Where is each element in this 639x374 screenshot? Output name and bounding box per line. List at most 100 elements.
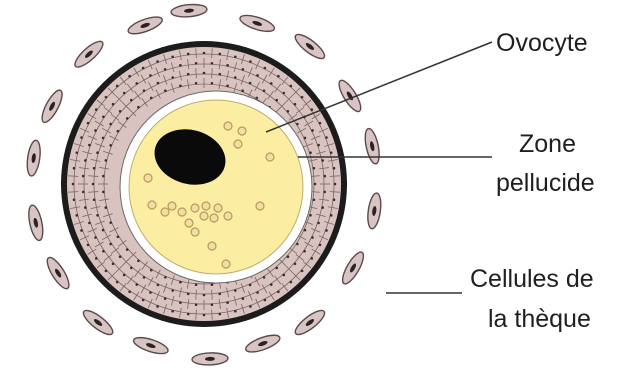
granulosa-nucleus <box>249 82 252 85</box>
granulosa-nucleus <box>93 198 96 201</box>
granulosa-nucleus <box>171 76 174 79</box>
granulosa-nucleus <box>195 283 198 286</box>
granulosa-nucleus <box>263 276 266 279</box>
granulosa-nucleus <box>301 96 304 99</box>
granulosa-nucleus <box>123 274 126 277</box>
theca-cell-icon <box>26 204 45 242</box>
granulosa-nucleus <box>94 236 97 239</box>
granulosa-nucleus <box>187 313 190 316</box>
theca-cell-icon <box>363 127 382 165</box>
granulosa-nucleus <box>330 151 333 154</box>
theca-cell-icon <box>171 3 208 18</box>
theca-cell-icon <box>126 14 164 38</box>
granulosa-nucleus <box>195 82 198 85</box>
theca-cell-icon <box>192 352 228 365</box>
granulosa-nucleus <box>218 73 221 76</box>
granulosa-nucleus <box>143 276 146 279</box>
granulosa-nucleus <box>130 267 133 270</box>
granule <box>266 153 274 161</box>
granulosa-nucleus <box>126 248 129 251</box>
granulosa-nucleus <box>149 291 152 294</box>
granulosa-nucleus <box>333 167 336 170</box>
theca-cell-icon <box>366 192 383 229</box>
granulosa-nucleus <box>157 82 160 85</box>
granulosa-nucleus <box>171 310 174 313</box>
granulosa-nucleus <box>226 64 229 67</box>
theca-cell-icon <box>335 77 364 114</box>
granulosa-nucleus <box>311 257 314 260</box>
granulosa-nucleus <box>102 250 105 253</box>
granulosa-nucleus <box>321 206 324 209</box>
granulosa-nucleus <box>88 222 91 225</box>
theca-cell-icon <box>80 307 116 339</box>
granulosa-nucleus <box>241 89 244 92</box>
granulosa-nucleus <box>311 236 314 239</box>
granulosa-nucleus <box>313 167 316 170</box>
granulosa-nucleus <box>187 293 190 296</box>
granulosa-nucleus <box>234 289 237 292</box>
granule <box>144 174 152 182</box>
granulosa-nucleus <box>203 72 206 75</box>
granulosa-nucleus <box>256 74 259 77</box>
granulosa-nucleus <box>218 313 221 316</box>
granulosa-nucleus <box>73 167 76 170</box>
granule <box>202 202 210 210</box>
label-zone-line2: pellucide <box>496 169 595 197</box>
granulosa-nucleus <box>109 243 112 246</box>
granulosa-nucleus <box>105 96 108 99</box>
granulosa-nucleus <box>270 82 273 85</box>
granulosa-nucleus <box>102 115 105 118</box>
granule <box>238 127 246 135</box>
granulosa-nucleus <box>112 103 115 106</box>
theca-cell-icon <box>38 88 65 125</box>
granulosa-nucleus <box>102 175 105 178</box>
granulosa-nucleus <box>290 281 293 284</box>
granulosa-nucleus <box>116 281 119 284</box>
granulosa-nucleus <box>76 214 79 217</box>
granulosa-nucleus <box>303 250 306 253</box>
granulosa-nucleus <box>304 229 307 232</box>
granulosa-nucleus <box>117 235 120 238</box>
theca-cell-icon <box>339 249 367 286</box>
granulosa-nucleus <box>311 129 314 132</box>
granulosa-nucleus <box>95 257 98 260</box>
granulosa-nucleus <box>150 97 153 100</box>
granulosa-nucleus <box>73 198 76 201</box>
granulosa-nucleus <box>263 89 266 92</box>
granulosa-nucleus <box>109 221 112 224</box>
granulosa-nucleus <box>256 291 259 294</box>
granulosa-nucleus <box>179 64 182 67</box>
theca-cell-icon <box>25 139 42 176</box>
granulosa-nucleus <box>317 144 320 147</box>
granulosa-nucleus <box>102 137 105 140</box>
granulosa-nucleus <box>179 301 182 304</box>
granulosa-nucleus <box>309 214 312 217</box>
granulosa-nucleus <box>179 84 182 87</box>
granulosa-nucleus <box>164 297 167 300</box>
granule <box>208 242 216 250</box>
granulosa-nucleus <box>187 53 190 56</box>
granulosa-nucleus <box>323 175 326 178</box>
granulosa-nucleus <box>102 191 105 194</box>
granulosa-nucleus <box>84 159 87 162</box>
granulosa-nucleus <box>93 167 96 170</box>
granulosa-nucleus <box>203 52 206 55</box>
granulosa-nucleus <box>82 175 85 178</box>
granulosa-nucleus <box>323 191 326 194</box>
granulosa-nucleus <box>325 229 328 232</box>
granulosa-nucleus <box>330 214 333 217</box>
granulosa-nucleus <box>333 198 336 201</box>
granulosa-nucleus <box>195 303 198 306</box>
granulosa-nucleus <box>294 262 297 265</box>
granulosa-nucleus <box>164 276 167 279</box>
granulosa-nucleus <box>94 129 97 132</box>
granulosa-nucleus <box>156 305 159 308</box>
granulosa-nucleus <box>277 75 280 78</box>
granulosa-nucleus <box>211 283 214 286</box>
granulosa-nucleus <box>142 299 145 302</box>
granule <box>256 202 264 210</box>
granule <box>191 204 199 212</box>
granulosa-nucleus <box>277 291 280 294</box>
granulosa-nucleus <box>255 97 258 100</box>
granule <box>200 212 208 220</box>
